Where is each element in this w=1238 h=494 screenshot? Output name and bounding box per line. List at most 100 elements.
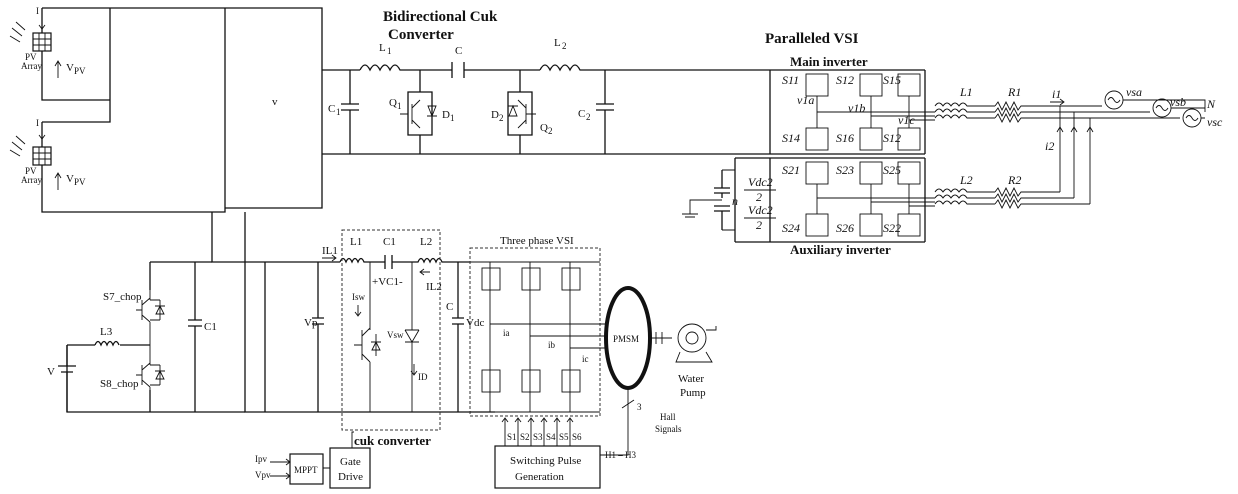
i1-arrow bbox=[1050, 98, 1065, 106]
cuk-Q2-sub: 2 bbox=[548, 126, 553, 136]
bottom-cuk-coils bbox=[339, 257, 470, 264]
cuk-L2-sub: 2 bbox=[562, 41, 567, 51]
vsi-s24: S24 bbox=[782, 221, 800, 235]
vsi-s26: S26 bbox=[836, 221, 854, 235]
ic-label: ic bbox=[582, 354, 589, 364]
vsi-s21: S21 bbox=[782, 163, 800, 177]
C-label: C bbox=[446, 301, 453, 313]
vsi-two-a: 2 bbox=[756, 190, 762, 204]
vpv-in: Vpv bbox=[255, 470, 271, 480]
vsi-vdc2-a: Vdc2 bbox=[748, 175, 773, 189]
s1-label: S1 bbox=[507, 432, 517, 442]
vsi-i2: i2 bbox=[1045, 139, 1054, 153]
cuk-D2-label: D bbox=[491, 109, 499, 121]
cuk-Q1-switch bbox=[400, 70, 437, 154]
vsi-to-motor bbox=[490, 323, 610, 349]
cuk-L1-label: L bbox=[379, 42, 386, 54]
bottom-IL2: IL2 bbox=[426, 281, 442, 293]
vsi-v1c: v1c bbox=[898, 113, 915, 127]
cuk-D2-sub: 2 bbox=[499, 113, 504, 123]
pmsm-label: PMSM bbox=[613, 334, 639, 344]
s2-label: S2 bbox=[520, 432, 530, 442]
vsi-s12b: S12 bbox=[883, 131, 901, 145]
ipv-in: Ipv bbox=[255, 454, 267, 464]
aux-L2-inductors bbox=[934, 188, 995, 205]
pv-wiring bbox=[41, 7, 226, 213]
bottom-Vc1: +VC1- bbox=[372, 276, 403, 288]
main-phase-leads bbox=[817, 111, 935, 121]
Isw-label: Isw bbox=[352, 292, 365, 302]
gate-label2: Drive bbox=[338, 471, 363, 483]
mppt-label: MPPT bbox=[294, 465, 318, 475]
cuk-C2-cap bbox=[596, 70, 614, 154]
vsi-s15: S15 bbox=[883, 73, 901, 87]
vsi-N: N bbox=[1206, 97, 1216, 111]
cuk-C2-label: C bbox=[578, 108, 585, 120]
Vp-cap bbox=[312, 262, 324, 412]
gate-label1: Gate bbox=[340, 456, 361, 468]
pv-top-label1: PV bbox=[25, 52, 37, 62]
pv-array-top: PV Array V PV I bbox=[9, 6, 86, 78]
vsi-s12: S12 bbox=[836, 73, 854, 87]
bottom-L1: L1 bbox=[350, 236, 362, 248]
three-phase-vsi-label: Three phase VSI bbox=[500, 235, 574, 247]
gate-drive-box bbox=[329, 447, 371, 489]
vsi-L2: L2 bbox=[959, 173, 973, 187]
mppt-box bbox=[289, 453, 324, 485]
cuk-converter-label: cuk converter bbox=[354, 433, 431, 448]
pulse-lines bbox=[501, 417, 574, 446]
Vsw-label: Vsw bbox=[387, 330, 404, 340]
bottom-L2: L2 bbox=[420, 236, 432, 248]
three-phase-switches bbox=[481, 267, 581, 393]
pv-bottom-vpv: V bbox=[66, 173, 74, 185]
aux-inverter-label: Auxiliary inverter bbox=[790, 242, 891, 257]
main-L1-inductors bbox=[934, 102, 995, 119]
s3-label: S3 bbox=[533, 432, 543, 442]
vsi-s25: S25 bbox=[883, 163, 901, 177]
cuk-Q2-switch bbox=[507, 70, 536, 154]
cuk-title2: Converter bbox=[388, 27, 454, 43]
ID-label: ID bbox=[418, 372, 428, 382]
s7-chop bbox=[136, 290, 165, 345]
water-label: Water bbox=[678, 373, 704, 385]
bottom-C1: C1 bbox=[383, 236, 396, 248]
hall-label1: Hall bbox=[660, 412, 676, 422]
grid-leads bbox=[1090, 105, 1180, 119]
vsi-s14: S14 bbox=[782, 131, 800, 145]
cuk-Q1-sub: 1 bbox=[397, 101, 402, 111]
main-R1-resistors bbox=[994, 100, 1090, 124]
s8-chop-label: S8_chop bbox=[100, 378, 139, 390]
vsi-v1a: v1a bbox=[797, 93, 814, 107]
Vp-label: Vp bbox=[304, 317, 318, 329]
vsi-L1: L1 bbox=[959, 85, 973, 99]
hall-h: H1 – H3 bbox=[605, 450, 636, 460]
vsi-n: n bbox=[732, 194, 738, 208]
bottom-cuk-switch bbox=[354, 262, 371, 412]
aux-inverter-switches bbox=[805, 161, 921, 237]
hall-label2: Signals bbox=[655, 424, 682, 434]
battery-label: V bbox=[47, 366, 55, 378]
Vdc-label: Vdc bbox=[466, 317, 484, 329]
L3-coil bbox=[94, 340, 120, 347]
aux-to-grid bbox=[1059, 106, 1091, 204]
s8-chop bbox=[136, 345, 165, 390]
cuk-C1-label: C bbox=[328, 103, 335, 115]
vsi-R1: R1 bbox=[1007, 85, 1021, 99]
aux-inverter-frame bbox=[734, 157, 926, 243]
pv-bottom-vpv-sub: PV bbox=[74, 177, 86, 187]
vsi-s11: S11 bbox=[782, 73, 799, 87]
vsi-two-b: 2 bbox=[756, 218, 762, 232]
pv-bottom-label2: Array bbox=[21, 175, 42, 185]
pv-top-ipv: I bbox=[36, 6, 39, 16]
s7-chop-label: S7_chop bbox=[103, 291, 142, 303]
vsi-i1: i1 bbox=[1052, 87, 1061, 101]
pv-bottom-ipv: I bbox=[36, 118, 39, 128]
cuk-L2-label: L bbox=[554, 37, 561, 49]
Vdc-cap bbox=[452, 262, 464, 412]
swp-label1: Switching Pulse bbox=[510, 455, 581, 467]
vsi-s16: S16 bbox=[836, 131, 854, 145]
s4-label: S4 bbox=[546, 432, 556, 442]
hall-count: 3 bbox=[637, 402, 642, 412]
cuk-L2-coil bbox=[539, 64, 586, 72]
